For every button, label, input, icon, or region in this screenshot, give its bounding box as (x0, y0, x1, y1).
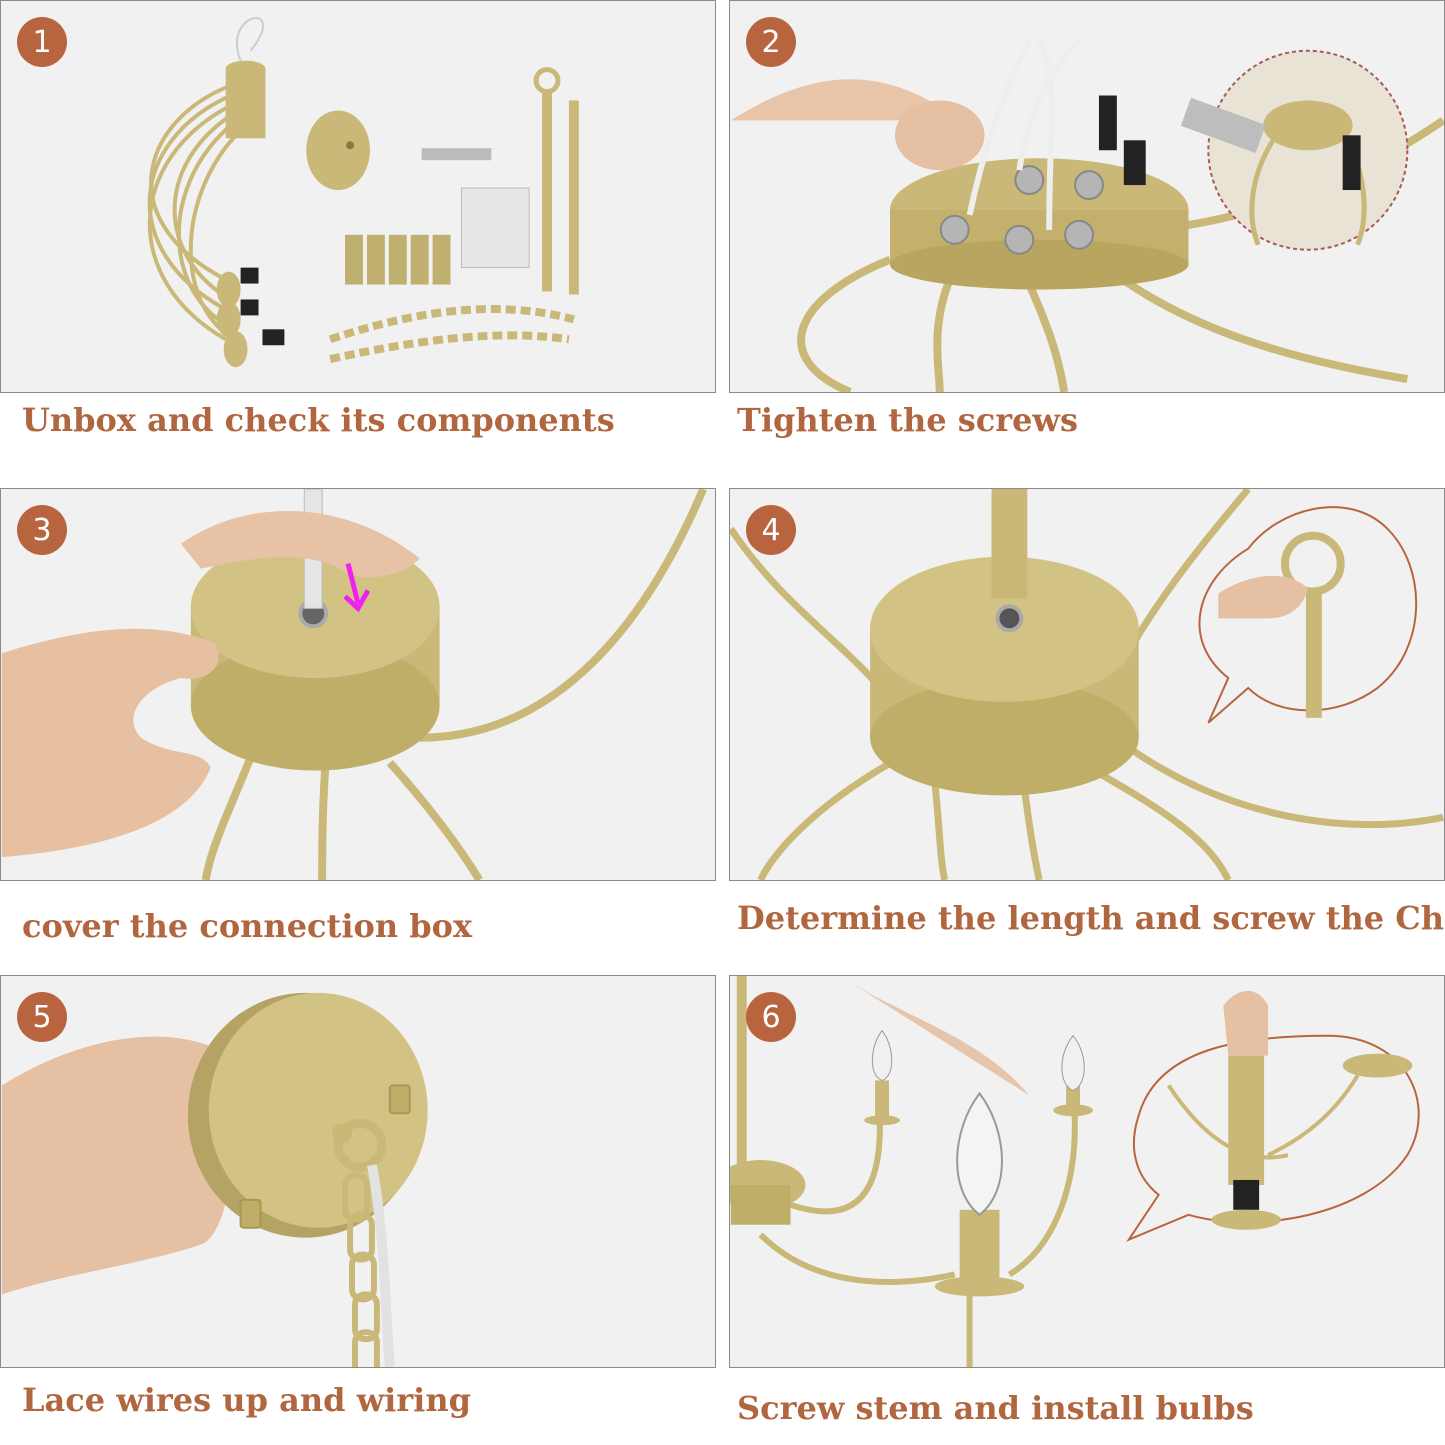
step-3-image (1, 489, 707, 880)
step-6-image (730, 976, 1420, 1367)
step-5-image (1, 992, 428, 1367)
step-6-caption: Screw stem and install bulbs (737, 1389, 1254, 1427)
step-5-panel: 5 (0, 975, 716, 1368)
step-1-panel: 1 (0, 0, 716, 393)
step-4-panel: 4 (729, 488, 1445, 881)
step-2-badge: 2 (746, 17, 796, 67)
step-4-image (730, 489, 1444, 880)
step-6-badge: 6 (746, 992, 796, 1042)
step-3-badge: 3 (17, 505, 67, 555)
step-1-caption: Unbox and check its components (22, 401, 615, 439)
step-4-badge: 4 (746, 505, 796, 555)
step-3-caption: cover the connection box (22, 907, 473, 945)
step-5-caption: Lace wires up and wiring (22, 1381, 471, 1419)
step-2-image (730, 38, 1444, 392)
step-1-image (147, 17, 579, 368)
step-6-panel: 6 (729, 975, 1445, 1368)
step-2-panel: 2 (729, 0, 1445, 393)
step-5-badge: 5 (17, 992, 67, 1042)
step-2-caption: Tighten the screws (737, 401, 1078, 439)
step-1-badge: 1 (17, 17, 67, 67)
step-3-panel: 3 (0, 488, 716, 881)
step-4-caption: Determine the length and screw the Chain (737, 899, 1445, 937)
